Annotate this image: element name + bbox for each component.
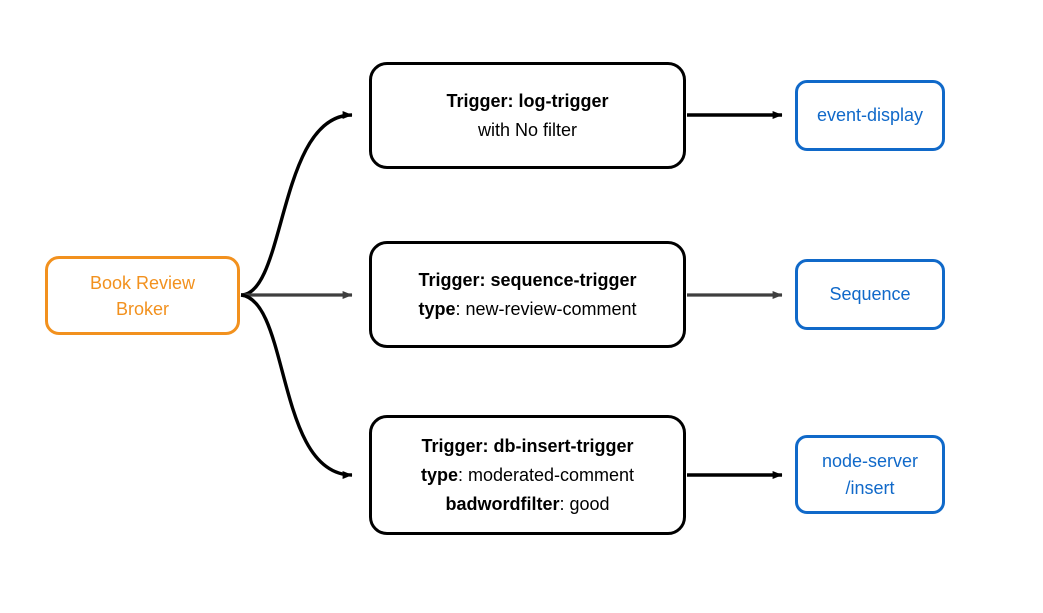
- trigger-db-line-3-bold: badwordfilter: [445, 493, 560, 514]
- node-target-event-display[interactable]: event-display: [795, 80, 945, 151]
- target-event-display-label: event-display: [816, 105, 924, 125]
- trigger-db-line-3: badwordfilter: good: [445, 490, 609, 519]
- node-target-sequence[interactable]: Sequence: [795, 259, 945, 330]
- trigger-sequence-line-2-rest: : new-review-comment: [455, 298, 637, 319]
- trigger-log-line-1: Trigger: log-trigger: [447, 87, 609, 116]
- edge-broker-to-log-trigger: [240, 111, 353, 297]
- trigger-log-line-2-rest: with No filter: [477, 119, 578, 140]
- trigger-sequence-line-1-bold: Trigger: sequence-trigger: [418, 269, 637, 290]
- broker-label-line-2: Broker: [115, 298, 169, 319]
- node-trigger-log-trigger[interactable]: Trigger: log-trigger with No filter: [369, 62, 686, 169]
- trigger-sequence-line-2-bold: type: [418, 298, 456, 319]
- edge-broker-to-db-insert-trigger: [240, 293, 353, 479]
- node-target-node-server-insert[interactable]: node-server /insert: [795, 435, 945, 514]
- trigger-db-line-1: Trigger: db-insert-trigger: [421, 432, 633, 461]
- trigger-db-line-1-bold: Trigger: db-insert-trigger: [421, 435, 634, 456]
- target-node-server-label-line-2: /insert: [845, 477, 895, 498]
- trigger-sequence-line-1: Trigger: sequence-trigger: [418, 266, 636, 295]
- trigger-db-line-3-rest: : good: [559, 493, 610, 514]
- trigger-db-line-2-rest: : moderated-comment: [457, 464, 635, 485]
- target-sequence-label: Sequence: [829, 284, 911, 304]
- node-trigger-sequence-trigger[interactable]: Trigger: sequence-trigger type: new-revi…: [369, 241, 686, 348]
- trigger-sequence-line-2: type: new-review-comment: [418, 295, 636, 324]
- trigger-db-line-2-bold: type: [420, 464, 458, 485]
- trigger-log-line-2: with No filter: [478, 116, 577, 145]
- target-node-server-label-line-1: node-server: [821, 450, 919, 471]
- broker-label-line-1: Book Review: [89, 272, 196, 293]
- trigger-log-line-1-bold: Trigger: log-trigger: [446, 90, 609, 111]
- node-book-review-broker[interactable]: Book Review Broker: [45, 256, 240, 335]
- trigger-db-line-2: type: moderated-comment: [421, 461, 634, 490]
- node-trigger-db-insert-trigger[interactable]: Trigger: db-insert-trigger type: moderat…: [369, 415, 686, 535]
